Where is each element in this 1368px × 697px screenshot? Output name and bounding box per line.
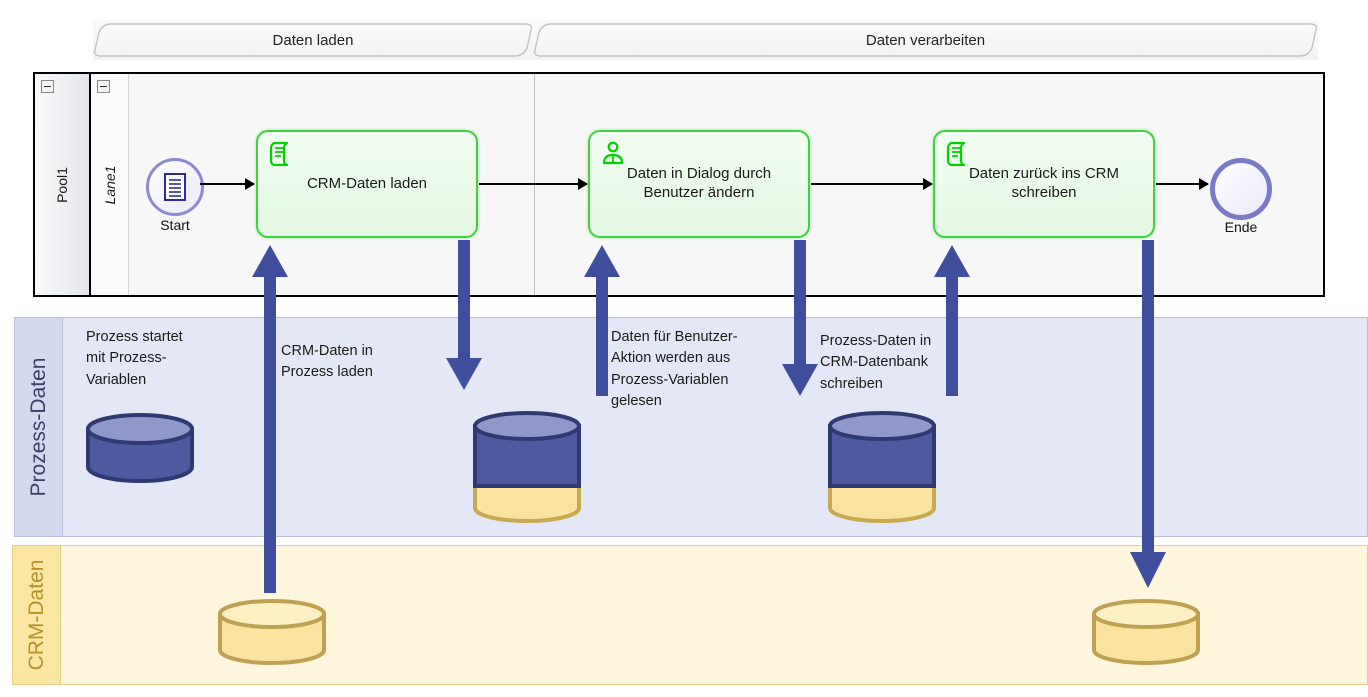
arrow-process-to-store-1 xyxy=(446,240,482,390)
band-label: Prozess-Daten xyxy=(26,357,50,497)
pool-collapse-icon[interactable] xyxy=(41,80,54,93)
phase-label: Daten verarbeiten xyxy=(865,31,986,49)
arrow-write-back-to-crm xyxy=(1130,240,1166,588)
end-event[interactable]: Ende xyxy=(1210,158,1272,235)
arrow-write-to-crm-db xyxy=(934,245,970,396)
arrow-read-process-vars xyxy=(584,245,620,396)
cylinder-crm-right xyxy=(1092,599,1200,665)
note-prozess-startet: Prozess startet mit Prozess- Variablen xyxy=(86,329,183,388)
band-title-column: Prozess-Daten xyxy=(15,318,63,536)
lane-header[interactable]: Lane1 xyxy=(91,74,129,295)
task-crm-daten-laden[interactable]: CRM-Daten laden xyxy=(256,130,478,238)
note-prozess-daten-in-crm: Prozess-Daten in CRM-Datenbank schreiben xyxy=(820,333,932,392)
sequence-flow-task3-to-end xyxy=(1156,178,1209,190)
task-label: Daten in Dialog durch Benutzer ändern xyxy=(626,165,772,201)
start-event-label: Start xyxy=(160,217,190,233)
note-daten-fuer-aktion: Daten für Benutzer- Aktion werden aus Pr… xyxy=(611,329,738,410)
cylinder-process-variables xyxy=(86,413,194,483)
arrow-process-to-store-2 xyxy=(782,240,818,396)
note-crm-daten-laden: CRM-Daten in Prozess laden xyxy=(281,343,373,381)
end-event-label: Ende xyxy=(1224,219,1258,235)
band-label: CRM-Daten xyxy=(24,559,48,671)
cylinder-mixed-left xyxy=(473,411,581,523)
phase-banner-shape xyxy=(93,23,533,57)
arrow-crm-to-process-load xyxy=(252,245,288,593)
phase-banner-daten-verarbeiten[interactable]: Daten verarbeiten xyxy=(533,20,1318,60)
cylinder-mixed-right xyxy=(828,411,936,523)
phase-label: Daten laden xyxy=(272,31,354,49)
pool-label: Pool1 xyxy=(54,166,70,203)
script-task-icon xyxy=(946,141,966,166)
lane-label: Lane1 xyxy=(101,165,118,204)
sequence-flow-task2-to-task3 xyxy=(811,178,933,190)
band-title-column: CRM-Daten xyxy=(13,546,61,684)
start-event[interactable]: Start xyxy=(146,158,204,233)
cylinder-crm-left xyxy=(218,599,326,665)
lane-collapse-icon[interactable] xyxy=(97,80,110,93)
task-label: Daten zurück ins CRM schreiben xyxy=(968,165,1120,201)
script-task-icon xyxy=(269,141,289,166)
sequence-flow-task1-to-task2 xyxy=(479,178,588,190)
user-task-icon xyxy=(602,141,624,165)
task-daten-zurueck-ins-crm[interactable]: Daten zurück ins CRM schreiben xyxy=(933,130,1155,238)
phase-banner-shape xyxy=(533,23,1318,57)
task-label: CRM-Daten laden xyxy=(306,174,428,192)
task-daten-in-dialog[interactable]: Daten in Dialog durch Benutzer ändern xyxy=(588,130,810,238)
form-document-icon xyxy=(164,173,186,201)
sequence-flow-start-to-task1 xyxy=(200,178,255,190)
pool-header[interactable]: Pool1 xyxy=(35,74,91,295)
phase-banner-daten-laden[interactable]: Daten laden xyxy=(93,20,533,60)
